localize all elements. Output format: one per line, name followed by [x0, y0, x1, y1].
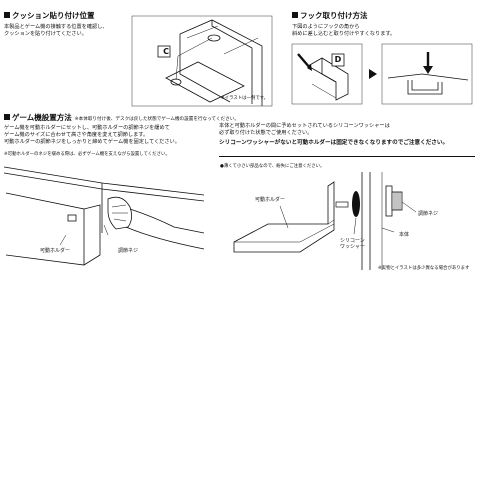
cushion-line-2: クッションを貼り付けてください。: [4, 31, 87, 37]
hook-title: フック取り付け方法: [300, 11, 368, 20]
heading-bullet-icon: [292, 12, 298, 18]
washer-illustration: [233, 172, 417, 270]
cushion-text: 本製品とゲーム機の接触する位置を確認し、 クッションを貼り付けてください。: [4, 24, 108, 38]
cushion-note: ※イラストは一例です。: [221, 96, 269, 101]
install-text: ゲーム機を可動ホルダーにセットし、可動ホルダーの調節ネジを緩めて ゲーム機のサイ…: [4, 125, 180, 146]
hook-line-2: 斜めに差し込むと取り付けやすくなります。: [292, 31, 396, 37]
washer-note: ※実物とイラストは多少異なる場合があります: [378, 266, 470, 271]
hook-text: 下図のようにフックの角から 斜めに差し込むと取り付けやすくなります。: [292, 24, 395, 38]
install-line-2: ゲーム機のサイズに合わせて高さや角度を変えて調節します。: [4, 132, 149, 138]
cushion-line-1: 本製品とゲーム機の接触する位置を確認し、: [4, 24, 108, 30]
washer-label-body: 本体: [399, 232, 410, 238]
hook-callout-d: D: [334, 55, 342, 64]
install-heading: ゲーム機設置方法※本体取り付け後、デスクは戻した状態でゲーム機の設置を行なってく…: [4, 112, 239, 123]
heading-bullet-icon: [4, 12, 10, 18]
washer-label-washer-text: シリコーン ワッシャー: [340, 238, 366, 250]
washer-label-screw: 調節ネジ: [418, 211, 439, 217]
install-title: ゲーム機設置方法: [12, 113, 72, 122]
washer-label-holder: 可動ホルダー: [255, 197, 286, 203]
hook-heading: フック取り付け方法: [292, 10, 368, 21]
divider: [219, 156, 475, 157]
install-label-screw: 調節ネジ: [118, 248, 139, 254]
cushion-heading: クッション貼り付け位置: [4, 10, 95, 21]
cushion-illustration: [131, 15, 273, 107]
install-title-note: ※本体取り付け後、デスクは戻した状態でゲーム機の設置を行なってください。: [74, 117, 239, 122]
washer-line-2: 必ず取り付けた状態でご使用ください。: [219, 130, 313, 136]
install-label-holder: 可動ホルダー: [40, 248, 71, 254]
install-illustration: [3, 166, 205, 266]
cushion-callout-c: C: [163, 47, 169, 56]
heading-bullet-icon: [4, 114, 10, 120]
arrow-right-icon: [369, 69, 377, 79]
install-line-1: ゲーム機を可動ホルダーにセットし、可動ホルダーの調節ネジを緩めて: [4, 125, 170, 131]
hook-illustration-after: [381, 43, 473, 105]
install-line-3: 可動ホルダーの調節ネジをしっかりと締めてゲーム機を固定してください。: [4, 139, 180, 145]
washer-text: 本体と可動ホルダーの間に予めセットされているシリコーンワッシャーは 必ず取り付け…: [219, 123, 390, 137]
cushion-title: クッション貼り付け位置: [12, 11, 95, 20]
washer-caution: ●薄くて小さい部品なので、紛失にご注意ください。: [220, 164, 325, 169]
hook-line-1: 下図のようにフックの角から: [292, 24, 360, 30]
washer-label-washer: シリコーン ワッシャー: [340, 238, 365, 250]
hook-illustration-before: [291, 43, 363, 105]
washer-line-1: 本体と可動ホルダーの間に予めセットされているシリコーンワッシャーは: [219, 123, 390, 129]
install-note: ※可動ホルダーのネジを緩める際は、必ずゲーム機を支えながら設置してください。: [4, 152, 170, 157]
washer-warning: シリコーンワッシャーがないと可動ホルダーは固定できなくなりますのでご注意ください…: [219, 140, 449, 146]
